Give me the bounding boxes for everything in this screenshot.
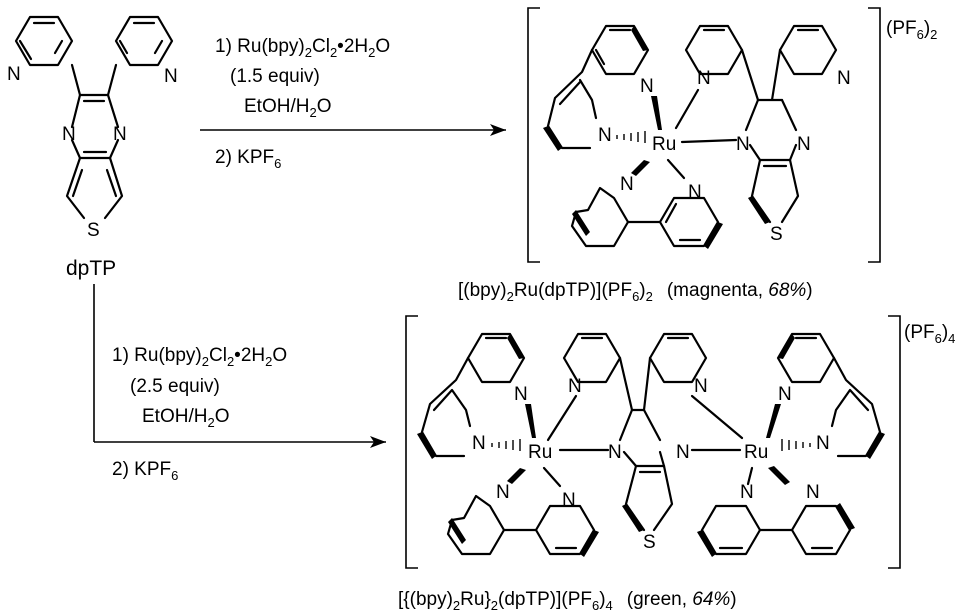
di-dptp-ring-system (562, 332, 708, 532)
bottom-condition-equiv: (2.5 equiv) (130, 376, 220, 397)
mono-dptp-pyrazine-n2: N (797, 134, 811, 155)
bottom-arrow-head (370, 436, 386, 448)
thiophene-ring (65, 156, 124, 220)
di-left-bpy1-n-top: N (514, 384, 528, 405)
di-bpy-right-upper (776, 332, 885, 459)
di-dptp-pyridine-n-left: N (568, 376, 582, 397)
dptp-ligand-structure: N N N N S dpTP (7, 15, 178, 280)
mono-bond-dptp-n2 (680, 138, 738, 144)
di-ru-complex: (PF6)4 Ru Ru N N N N (405, 315, 955, 569)
mono-wedge-lower-left (631, 160, 650, 176)
mono-dptp-pyridine-n: N (697, 68, 711, 89)
mono-left-bracket (527, 7, 540, 263)
left-pyridine-n-label: N (7, 64, 21, 85)
di-bpy-right-lower (697, 503, 855, 557)
right-pyridine-ring (114, 15, 174, 67)
top-reaction: 1) Ru(bpy)2Cl2•2H2O (1.5 equiv) EtOH/H2O… (200, 36, 506, 171)
pyrazine-ring (70, 63, 120, 160)
di-dptp-pyrazine-n-right: N (676, 442, 690, 463)
ligand-name: dpTP (66, 257, 116, 280)
di-product-label: [{(bpy)2Ru}2(dpTP)](PF6)4(green, 64%) (398, 589, 737, 613)
di-right-hash (781, 439, 811, 451)
di-left-wedge-lower (507, 468, 526, 484)
di-right-bpy1-n-right: N (816, 433, 830, 454)
mono-bond-lower-right (666, 158, 686, 180)
di-left-bpy1-n-left: N (472, 433, 486, 454)
mono-bpy2-n-left: N (620, 174, 634, 195)
mono-bpy1-n-top: N (640, 76, 654, 97)
mono-bpy-bottom (570, 186, 723, 249)
di-right-bpy2-n-left: N (740, 482, 754, 503)
di-right-bracket (888, 315, 901, 569)
mono-dptp-pyrazine-n1: N (736, 134, 750, 155)
bottom-condition-solvent: EtOH/H2O (142, 406, 229, 430)
di-left-wedge-top (525, 404, 536, 438)
di-left-bpy2-n-right: N (562, 490, 576, 511)
mono-bpy-upper-left (543, 24, 650, 151)
di-right-wedge-lower (768, 466, 790, 485)
top-condition-step2: 2) KPF6 (215, 147, 281, 171)
mono-ru-complex: (PF6)2 Ru N N N N (527, 7, 937, 263)
top-condition-line1: 1) Ru(bpy)2Cl2•2H2O (215, 36, 390, 60)
top-condition-solvent: EtOH/H2O (244, 96, 331, 120)
di-counterion: (PF6)4 (904, 322, 955, 346)
mono-bpy2-n-right: N (688, 182, 702, 203)
di-dptp-pyrazine-n-left: N (608, 442, 622, 463)
left-pyridine-ring (14, 15, 74, 67)
mono-dptp-ring-system (684, 24, 838, 224)
di-bpy-left-upper (417, 332, 526, 459)
mono-right-bracket (868, 7, 881, 263)
mono-dptp-thiophene-s: S (770, 224, 783, 245)
di-left-bpy2-n-left: N (496, 482, 510, 503)
bottom-condition-line1: 1) Ru(bpy)2Cl2•2H2O (112, 345, 287, 369)
right-pyridine-n-label: N (164, 66, 178, 87)
mono-dptp-free-pyridine-n: N (837, 68, 851, 89)
mono-wedge-top (651, 96, 662, 130)
mono-bond-dptp-n1 (674, 88, 700, 130)
mono-ru-label: Ru (652, 134, 676, 155)
di-bond-dptp-right-n1 (690, 394, 744, 440)
di-right-bpy1-n-top: N (778, 384, 792, 405)
di-ru-right-label: Ru (744, 442, 768, 463)
pyrazine-n-right-label: N (113, 124, 127, 145)
di-right-wedge-top (766, 404, 781, 438)
di-bpy-left-lower (446, 494, 599, 557)
di-left-hash (491, 439, 521, 451)
top-arrow-head (490, 124, 506, 136)
thiophene-s-label: S (87, 220, 100, 241)
pyrazine-n-left-label: N (62, 124, 76, 145)
di-right-bond-lower-left (746, 466, 754, 486)
di-bond-dptp-left-n1 (546, 394, 578, 442)
mono-bpy1-n-left: N (598, 125, 612, 146)
di-dptp-thiophene-s: S (643, 532, 656, 553)
di-right-bpy2-n-right: N (806, 482, 820, 503)
mono-product-label: [(bpy)2Ru(dpTP)](PF6)2(magnenta, 68%) (458, 280, 813, 304)
mono-hash-left (616, 131, 646, 143)
di-dptp-pyridine-n-right: N (694, 376, 708, 397)
di-ru-left-label: Ru (528, 442, 552, 463)
top-condition-equiv: (1.5 equiv) (230, 66, 320, 87)
bottom-condition-step2: 2) KPF6 (112, 459, 178, 483)
di-left-bracket (405, 315, 418, 569)
di-left-bond-lower-right (542, 466, 562, 488)
bottom-reaction: 1) Ru(bpy)2Cl2•2H2O (2.5 equiv) EtOH/H2O… (93, 284, 386, 483)
mono-counterion: (PF6)2 (886, 18, 937, 42)
